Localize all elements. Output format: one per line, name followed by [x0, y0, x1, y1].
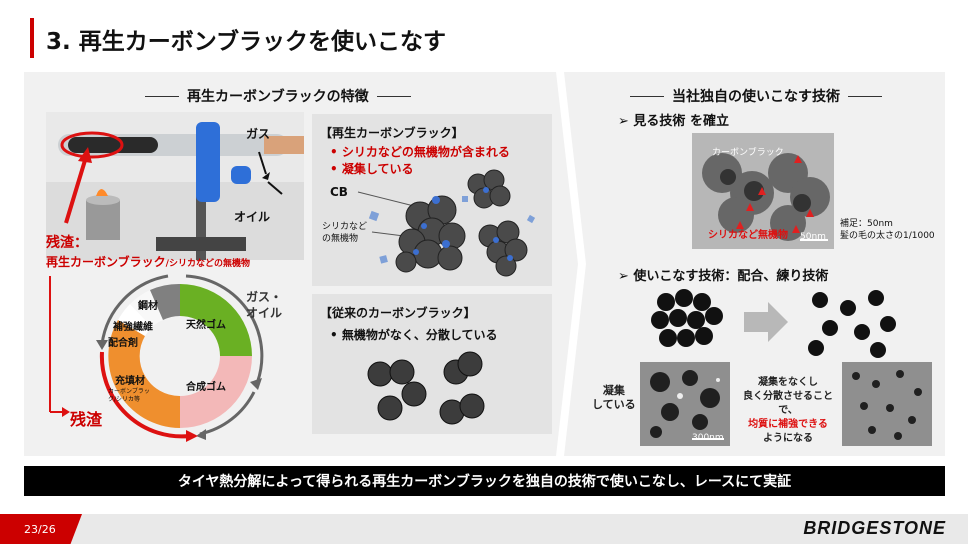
left-section-heading: 再生カーボンブラックの特徴 [145, 86, 411, 106]
recycled-cb-heading: 【再生カーボンブラック】 [320, 126, 464, 140]
residue-arrow [64, 147, 92, 224]
dispersion-illustration [651, 289, 896, 358]
oil-label: オイル [234, 210, 271, 224]
aggregated-label: 凝集 している [592, 384, 636, 412]
dispersion-line-2: 良く分散させることで、 [743, 391, 833, 416]
tem-scale-label: 50nm [800, 232, 826, 242]
scale-note: 補足：50nm 髪の毛の太さの1/1000 [840, 219, 935, 242]
donut-residue-label: 残渣 [70, 410, 103, 429]
recycled-cb-bullet-1-text: シリカなどの無機物が含まれる [341, 145, 510, 159]
dispersion-line-3: 均質に補強できる [748, 419, 828, 430]
conventional-cb-box [312, 294, 552, 434]
recycled-cb-aggregate-illustration [357, 169, 536, 277]
page-title: 3. 再生カーボンブラックを使いこなす [46, 29, 447, 55]
section-divider-chevron [556, 72, 586, 456]
residue-main: 再生カーボンブラック [46, 255, 166, 269]
conventional-cb-bullet: • 無機物がなく、分散している [330, 328, 498, 342]
footer-bar [0, 514, 968, 544]
pyrolysis-photo [46, 112, 304, 260]
tem-label-cb: カーボンブラック [712, 148, 784, 158]
conventional-cb-heading: 【従来のカーボンブラック】 [320, 306, 476, 320]
donut-label-cb-silica: カーボンブラック/シリカ等 [108, 388, 150, 403]
residue-composition: 再生カーボンブラック/シリカなどの無機物 [46, 251, 250, 270]
viewing-tech-subheading: ➢ 見る技術 を確立 [618, 114, 729, 129]
donut-label-synthetic-rubber: 合成ゴム [186, 382, 226, 393]
silica-label: シリカなど の無機物 [322, 222, 368, 244]
recycled-cb-bullet-2-text: 凝集している [341, 162, 414, 176]
page-number: 23/26 [0, 514, 82, 544]
recycled-cb-bullet-1: • シリカなどの無機物が含まれる [330, 145, 510, 159]
title-accent [30, 18, 34, 58]
summary-banner: タイヤ熱分解によって得られる再生カーボンブラックを独自の技術で使いこなし、レース… [24, 466, 945, 496]
compounding-tech-subheading: ➢ 使いこなす技術：配合、練り技術 [618, 269, 829, 284]
cb-label: CB [330, 185, 348, 199]
viewing-tech-text: 見る技術 を確立 [633, 114, 729, 129]
gas-oil-label: ガス・ オイル [246, 290, 283, 320]
recycled-cb-bullet-2: • 凝集している [330, 162, 414, 176]
compounding-tech-text: 使いこなす技術：配合、練り技術 [633, 269, 829, 284]
brand-logo: BRIDGESTONE [803, 518, 946, 538]
micrograph-dispersed [842, 362, 932, 446]
donut-label-additives: 配合剤 [108, 338, 138, 349]
dispersion-line-4: ようになる [763, 433, 813, 444]
residue-sub: /シリカなどの無機物 [165, 259, 250, 269]
gas-label: ガス [246, 127, 271, 141]
micrograph-scale-label: 300nm [692, 433, 724, 443]
donut-label-steel: 鋼材 [138, 301, 158, 312]
conventional-cb-bullet-text: 無機物がなく、分散している [341, 328, 498, 342]
dispersion-line-1: 凝集をなくし [758, 377, 818, 388]
micrograph-aggregated [640, 362, 730, 446]
tem-micrograph [692, 133, 834, 249]
donut-label-fiber: 補強繊維 [113, 322, 153, 333]
dispersion-explanation: 凝集をなくし 良く分散させることで、 均質に補強できる ようになる [736, 376, 840, 446]
residue-label: 残渣： [46, 235, 88, 251]
tire-composition-donut [49, 274, 264, 442]
donut-label-filler: 充填材 [115, 376, 145, 387]
tem-label-silica: シリカなど無機物 [708, 230, 788, 241]
right-section-heading: 当社独自の使いこなす技術 [630, 86, 882, 106]
donut-label-natural-rubber: 天然ゴム [186, 320, 226, 331]
conventional-cb-illustration [367, 351, 485, 425]
